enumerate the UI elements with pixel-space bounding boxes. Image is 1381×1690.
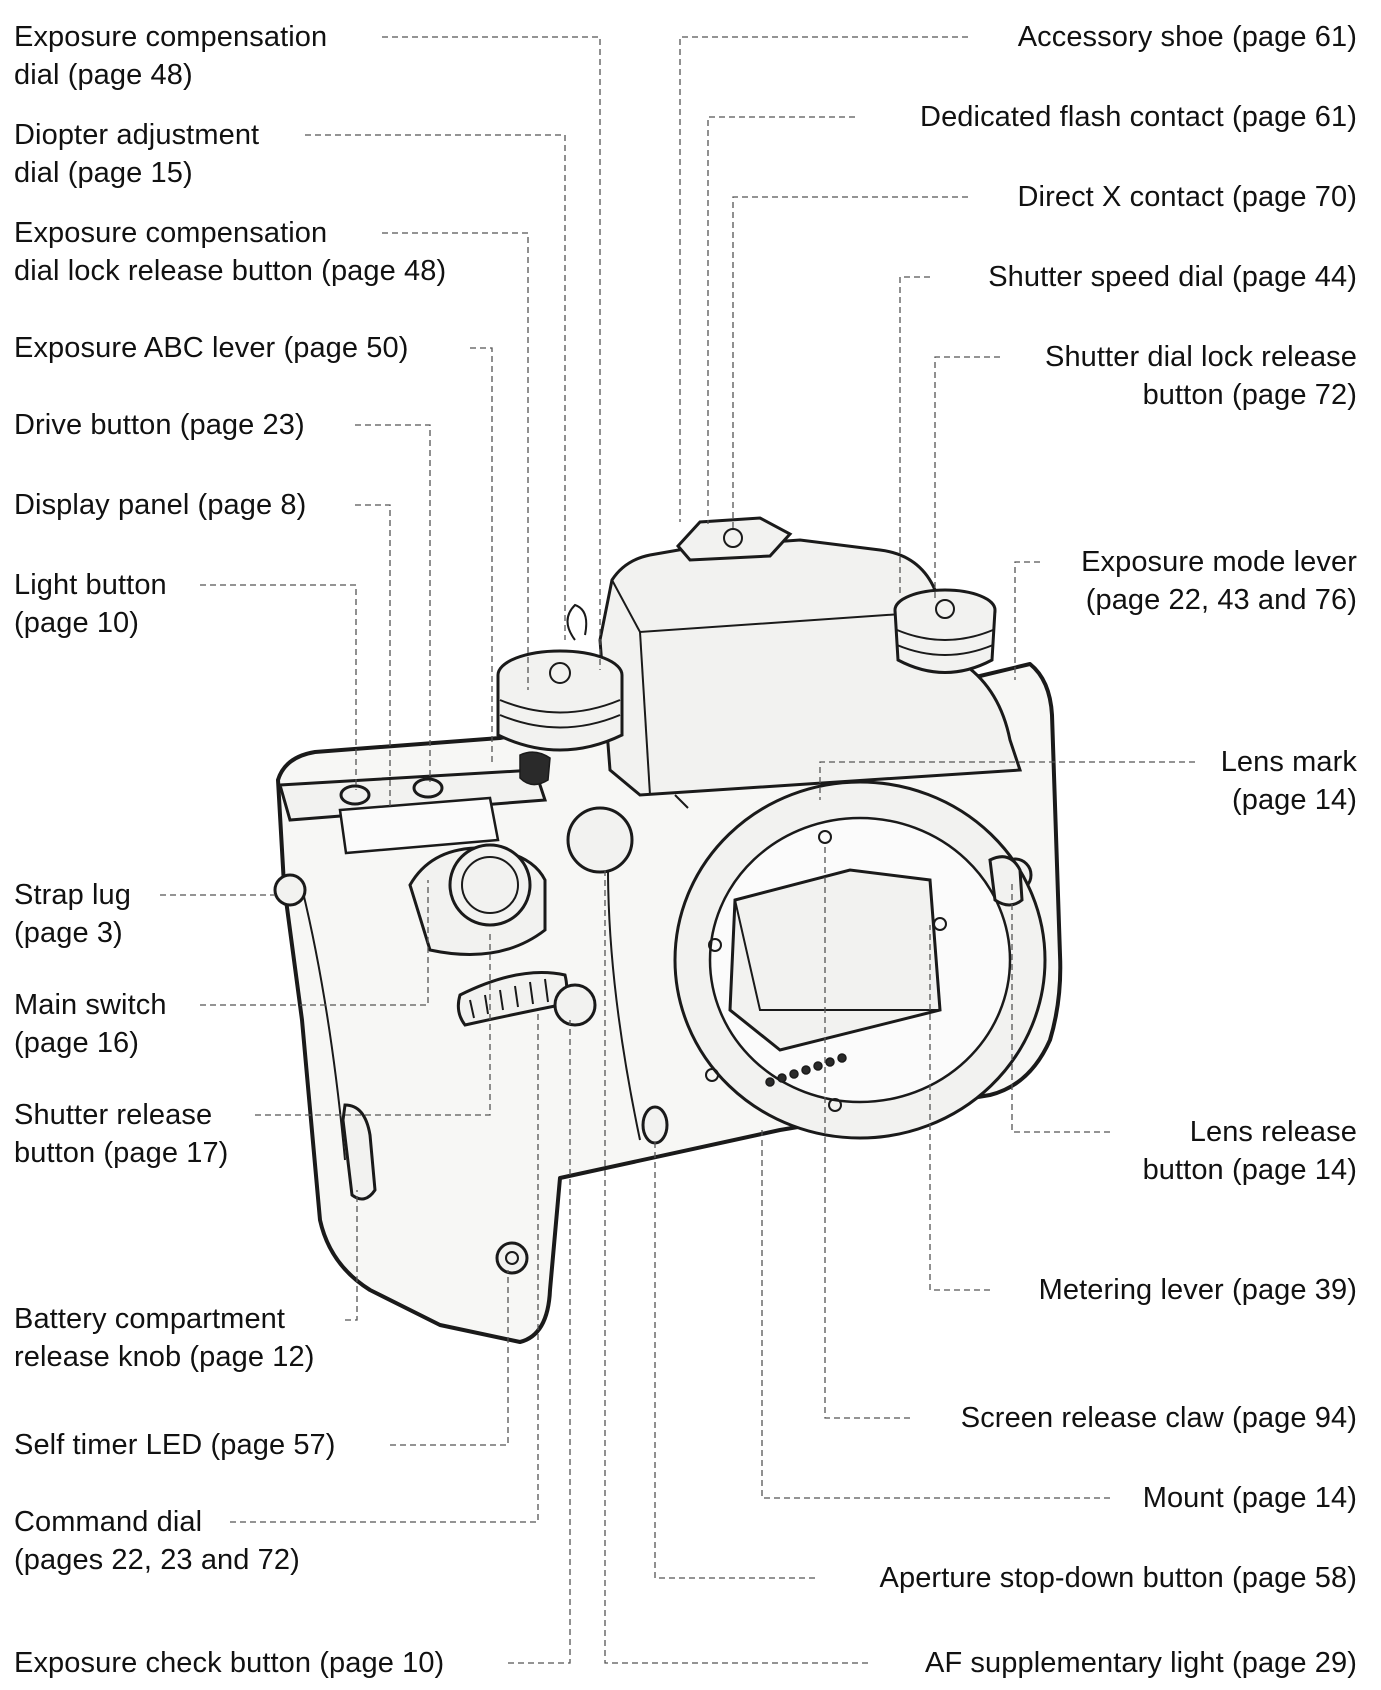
label-light-button: Light button (page 10) xyxy=(14,569,167,639)
label-metering-lever: Metering lever (page 39) xyxy=(1038,1274,1357,1306)
label-battery-compartment-release: Battery compartment release knob (page 1… xyxy=(14,1303,315,1373)
label-exposure-compensation-lock-release: Exposure compensation dial lock release … xyxy=(14,217,447,287)
label-strap-lug: Strap lug (page 3) xyxy=(14,879,131,949)
label-exposure-check-button: Exposure check button (page 10) xyxy=(14,1647,445,1679)
label-exposure-mode-lever: Exposure mode lever (page 22, 43 and 76) xyxy=(1081,546,1357,616)
label-shutter-release-button: Shutter release button (page 17) xyxy=(14,1099,229,1169)
mount-contacts xyxy=(765,1053,847,1087)
label-self-timer-led: Self timer LED (page 57) xyxy=(14,1429,336,1461)
leader-lines xyxy=(160,36,1195,1664)
label-accessory-shoe: Accessory shoe (page 61) xyxy=(1017,21,1357,53)
camera-illustration xyxy=(273,516,1063,1344)
label-dedicated-flash-contact: Dedicated flash contact (page 61) xyxy=(920,101,1357,133)
label-command-dial: Command dial (pages 22, 23 and 72) xyxy=(14,1506,300,1576)
label-main-switch: Main switch (page 16) xyxy=(14,989,167,1059)
label-diopter-adjustment-dial: Diopter adjustment dial (page 15) xyxy=(14,119,260,189)
label-shutter-dial-lock-release: Shutter dial lock release button (page 7… xyxy=(1045,341,1357,411)
label-mount: Mount (page 14) xyxy=(1142,1482,1357,1514)
label-display-panel: Display panel (page 8) xyxy=(14,489,307,521)
label-direct-x-contact: Direct X contact (page 70) xyxy=(1017,181,1357,213)
label-lens-mark: Lens mark (page 14) xyxy=(1220,746,1357,816)
label-exposure-compensation-dial: Exposure compensation dial (page 48) xyxy=(14,21,328,91)
label-drive-button: Drive button (page 23) xyxy=(14,409,305,441)
label-screen-release-claw: Screen release claw (page 94) xyxy=(960,1402,1357,1434)
label-lens-release-button: Lens release button (page 14) xyxy=(1142,1116,1357,1186)
label-af-supplementary-light: AF supplementary light (page 29) xyxy=(925,1647,1357,1679)
label-exposure-abc-lever: Exposure ABC lever (page 50) xyxy=(14,332,409,364)
label-shutter-speed-dial: Shutter speed dial (page 44) xyxy=(988,261,1357,293)
label-aperture-stop-down-button: Aperture stop-down button (page 58) xyxy=(879,1562,1357,1594)
